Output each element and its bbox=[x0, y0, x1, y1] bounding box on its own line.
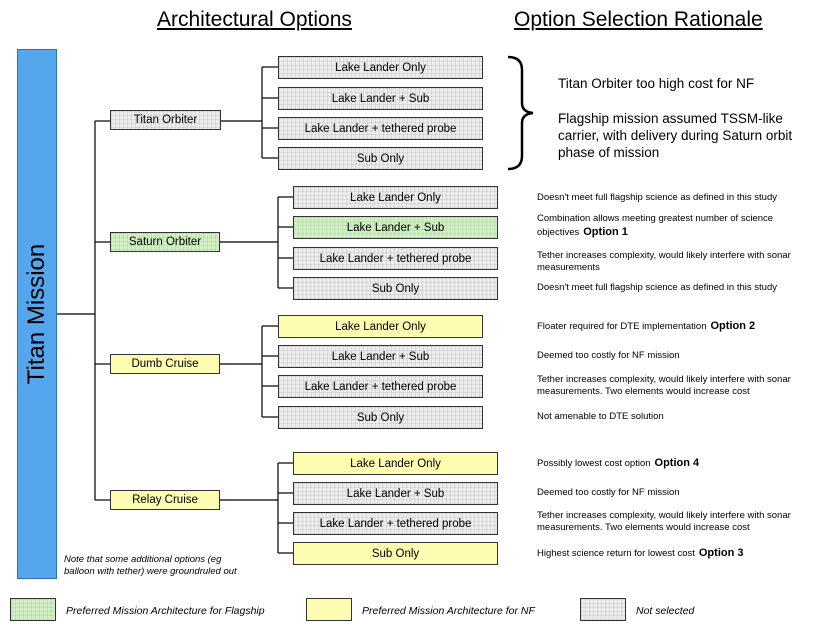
rationale-line: measurements bbox=[537, 262, 600, 273]
carrier-saturn-orbiter: Saturn Orbiter bbox=[110, 232, 220, 252]
option-box: Lake Lander + Sub bbox=[293, 216, 498, 239]
option-box: Lake Lander + Sub bbox=[278, 87, 483, 110]
option-box: Lake Lander + Sub bbox=[293, 482, 498, 505]
rationale-titan-orbiter-line: Flagship mission assumed TSSM-like bbox=[558, 111, 783, 126]
rationale-line: Not amenable to DTE solution bbox=[537, 411, 664, 422]
rationale-line: Deemed too costly for NF mission bbox=[537, 350, 680, 361]
legend-label-not-selected: Not selected bbox=[636, 605, 695, 617]
note-line: Note that some additional options (eg bbox=[64, 554, 222, 565]
option-tag: Option 4 bbox=[654, 457, 700, 469]
rationale-titan-orbiter-line: phase of mission bbox=[558, 145, 660, 160]
rationale-item: Tether increases complexity, would likel… bbox=[537, 374, 791, 386]
note-line: balloon with tether) were groundruled ou… bbox=[64, 566, 237, 577]
rationale-line: Tether increases complexity, would likel… bbox=[537, 250, 791, 261]
heading-architectural-options: Architectural Options bbox=[157, 8, 352, 31]
brace-icon bbox=[507, 55, 534, 171]
option-box: Lake Lander + tethered probe bbox=[278, 117, 483, 140]
rationale-line: Floater required for DTE implementation bbox=[537, 321, 707, 332]
rationale-line: Tether increases complexity, would likel… bbox=[537, 510, 791, 521]
carrier-titan-orbiter: Titan Orbiter bbox=[110, 110, 221, 130]
rationale-line: measurements. Two elements would increas… bbox=[537, 522, 750, 533]
legend-label-flagship: Preferred Mission Architecture for Flags… bbox=[66, 605, 265, 617]
legend-swatch-flagship bbox=[10, 598, 56, 621]
rationale-line: Deemed too costly for NF mission bbox=[537, 487, 680, 498]
rationale-item: Doesn't meet full flagship science as de… bbox=[537, 282, 777, 294]
option-box: Lake Lander Only bbox=[293, 186, 498, 209]
rationale-item: measurements. Two elements would increas… bbox=[537, 522, 750, 534]
rationale-line: Possibly lowest cost option bbox=[537, 458, 651, 469]
heading-option-selection-rationale: Option Selection Rationale bbox=[514, 8, 763, 31]
carrier-relay-cruise: Relay Cruise bbox=[110, 490, 220, 510]
option-tag: Option 2 bbox=[710, 320, 756, 332]
legend-swatch-not-selected bbox=[580, 598, 626, 621]
rationale-item: Combination allows meeting greatest numb… bbox=[537, 213, 773, 225]
rationale-line: Combination allows meeting greatest numb… bbox=[537, 213, 774, 224]
rationale-line: measurements. Two elements would increas… bbox=[537, 386, 750, 397]
root-label: Titan Mission bbox=[23, 243, 50, 385]
rationale-line: Doesn't meet full flagship science as de… bbox=[537, 192, 777, 203]
option-tag: Option 1 bbox=[583, 226, 628, 238]
option-box: Lake Lander Only bbox=[293, 452, 498, 475]
option-box: Lake Lander + tethered probe bbox=[278, 375, 483, 398]
rationale-item: Not amenable to DTE solution bbox=[537, 411, 664, 423]
option-box: Lake Lander Only bbox=[278, 56, 483, 79]
legend-label-nf: Preferred Mission Architecture for NF bbox=[362, 605, 535, 617]
groundruled-note: Note that some additional options (eg ba… bbox=[64, 554, 237, 578]
option-box: Lake Lander + tethered probe bbox=[293, 512, 498, 535]
option-box: Lake Lander Only bbox=[278, 315, 483, 338]
rationale-item: Tether increases complexity, would likel… bbox=[537, 250, 791, 262]
rationale-line: Tether increases complexity, would likel… bbox=[537, 374, 791, 385]
carrier-dumb-cruise: Dumb Cruise bbox=[110, 354, 220, 374]
legend-swatch-nf bbox=[306, 598, 352, 621]
option-box: Lake Lander + Sub bbox=[278, 345, 483, 368]
rationale-item: Tether increases complexity, would likel… bbox=[537, 510, 791, 522]
option-box: Sub Only bbox=[278, 147, 483, 170]
rationale-titan-orbiter-cost: Titan Orbiter too high cost for NF bbox=[558, 76, 755, 91]
rationale-item: measurements. Two elements would increas… bbox=[537, 386, 750, 398]
rationale-item: Doesn't meet full flagship science as de… bbox=[537, 192, 777, 204]
rationale-item: Deemed too costly for NF mission bbox=[537, 487, 680, 499]
rationale-titan-orbiter-line: carrier, with delivery during Saturn orb… bbox=[558, 128, 793, 143]
rationale-line: Doesn't meet full flagship science as de… bbox=[537, 282, 777, 293]
rationale-item: Deemed too costly for NF mission bbox=[537, 350, 680, 362]
option-tag: Option 3 bbox=[698, 547, 744, 559]
option-box: Sub Only bbox=[278, 406, 483, 429]
option-box: Sub Only bbox=[293, 542, 498, 565]
rationale-item: measurements bbox=[537, 262, 600, 274]
root-titan-mission: Titan Mission bbox=[17, 49, 57, 579]
rationale-line: Highest science return for lowest cost bbox=[537, 548, 695, 559]
option-box: Sub Only bbox=[293, 277, 498, 300]
rationale-line: objectives bbox=[537, 227, 580, 238]
option-box: Lake Lander + tethered probe bbox=[293, 247, 498, 270]
